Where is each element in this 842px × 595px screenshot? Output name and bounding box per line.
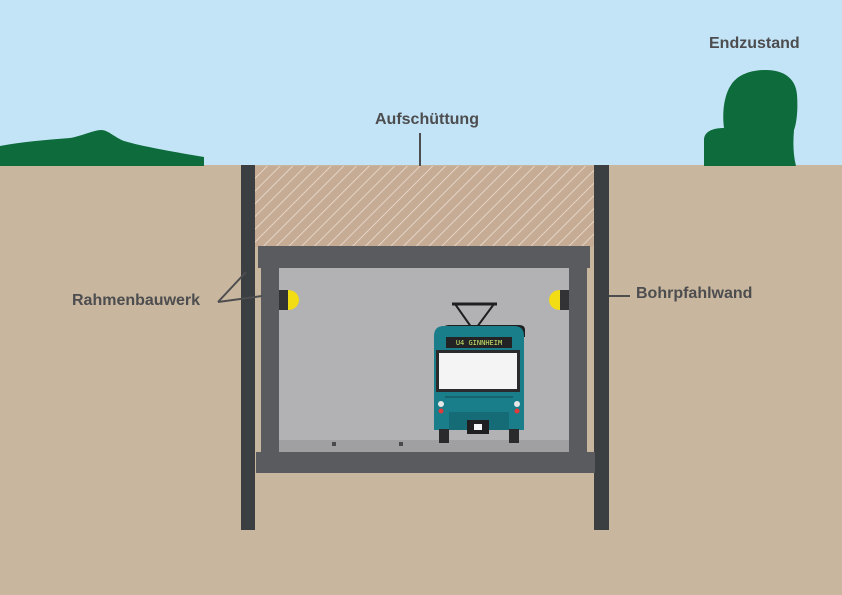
leader-lines — [217, 133, 630, 303]
frame-wall-left — [261, 268, 279, 452]
rail-bolt-1 — [332, 442, 336, 446]
tree-right — [704, 70, 798, 166]
headlight-left — [438, 401, 444, 407]
signal-lamp-right — [549, 290, 569, 310]
track-bed — [279, 440, 569, 452]
frame-base-slab — [256, 452, 595, 473]
frame-roof-slab — [258, 246, 590, 268]
fill-hatched — [255, 166, 594, 247]
label-pile-wall: Bohrpfahlwand — [636, 285, 753, 302]
label-fill: Aufschüttung — [375, 111, 479, 128]
destination-text: U4 GINNHEIM — [456, 339, 502, 347]
label-frame-structure: Rahmenbauwerk — [72, 292, 201, 309]
bogie-right — [509, 429, 519, 443]
bush-left — [0, 130, 204, 166]
destination-display — [446, 337, 512, 348]
diagram-title: Endzustand — [709, 35, 800, 52]
frame-wall-right — [569, 268, 587, 452]
tram-train: U4 GINNHEIM — [434, 302, 525, 443]
rail-bolt-2 — [399, 442, 403, 446]
headlight-right — [514, 401, 520, 407]
bogie-left — [439, 429, 449, 443]
pile-wall-right — [594, 165, 609, 530]
pile-wall-left — [241, 165, 255, 530]
tunnel-interior — [279, 268, 569, 452]
signal-lamp-left — [279, 290, 299, 310]
